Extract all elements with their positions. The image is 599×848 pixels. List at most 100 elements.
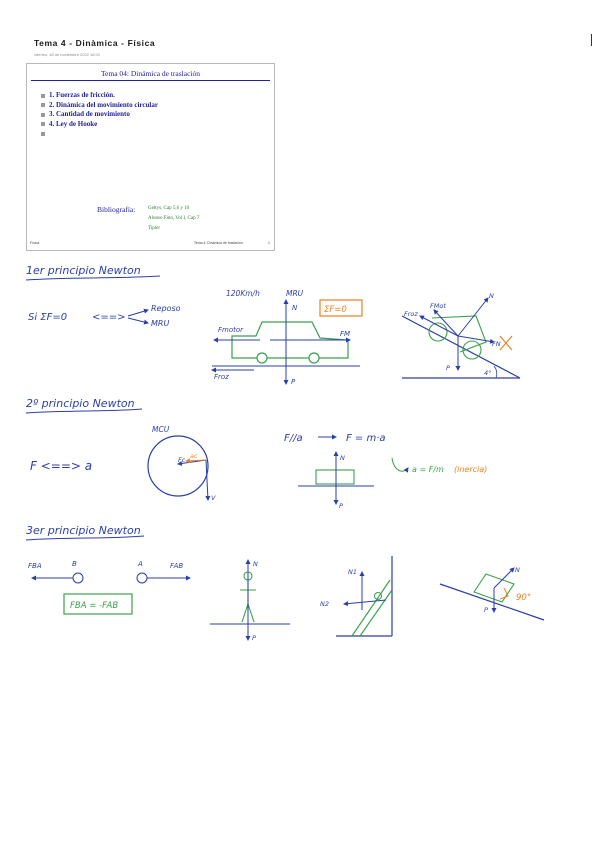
force-label: FBA (28, 562, 42, 570)
mcu-label: MCU (152, 425, 170, 434)
force-label: P (252, 634, 256, 642)
incline-surface (401, 315, 521, 379)
force-label: Froz (404, 310, 418, 318)
sum-forces-box (319, 299, 363, 317)
force-label: N (340, 454, 345, 462)
force-label: Fc (178, 456, 186, 464)
toc-item: 4. Ley de Hooke (41, 120, 158, 130)
force-label: N2 (320, 600, 329, 608)
bullet-icon (41, 112, 45, 117)
force-label: FM (340, 330, 350, 338)
third-law-box (63, 593, 133, 615)
angle-arc (493, 365, 498, 379)
slide-toc: 1. Fuerzas de fricción. 2. Dinámica del … (41, 91, 158, 139)
slope-surface (439, 583, 545, 621)
toc-item: 3. Cantidad de movimiento (41, 110, 158, 120)
toc-item (41, 129, 158, 139)
block (473, 573, 515, 603)
force-label: N (253, 560, 258, 568)
body-label-b: B (72, 560, 77, 568)
car-wheel (256, 352, 268, 364)
right-angle-mark (499, 587, 509, 600)
toc-item: 1. Fuerzas de fricción. (41, 91, 158, 101)
circular-path (147, 435, 209, 497)
incline-angle: 4° (484, 369, 491, 377)
third-law-heading: 3er principio Newton (26, 524, 141, 537)
newton-second-law: F = m·a (346, 433, 386, 444)
arrow-icon (127, 317, 149, 325)
slide-footer-right: Tema 4: Dinámica de traslación (194, 241, 243, 245)
outcome-mru: MRU (151, 319, 169, 328)
car-body (231, 321, 349, 359)
page-meta: viernes, 18 de noviembre 2022 18:01 (34, 52, 101, 57)
force-label: P (339, 502, 343, 510)
force-arrow-normal (457, 297, 489, 337)
incline-body (431, 315, 487, 353)
heading-underline (25, 275, 161, 281)
car-mru: MRU (286, 289, 304, 298)
force-label: N (489, 292, 494, 300)
second-law-relation: F <==> a (30, 459, 92, 473)
edge-mark (591, 34, 592, 46)
force-label: FN (492, 340, 501, 348)
heading-underline (25, 408, 143, 414)
block (315, 469, 355, 485)
bullet-icon (41, 103, 45, 108)
sum-forces-text: ΣF=0 (324, 305, 347, 315)
third-law-section: 3er principio Newton FBA B A FAB FBA = -… (25, 524, 545, 642)
force-label: N (292, 304, 298, 312)
slide-title: Tema 04: Dinámica de traslación (100, 69, 201, 78)
force-label: N (515, 566, 520, 574)
curved-arrow-icon (391, 457, 409, 473)
force-arrow-friction (419, 315, 459, 337)
force-label: Froz (214, 373, 229, 381)
second-law-section: 2º principio Newton F <==> a MCU Fc ac V… (25, 397, 487, 510)
inertia-equation: a = F/m (412, 465, 444, 474)
toc-item: 2. Dinámica del movimiento circular (41, 101, 158, 111)
cross-out-icon (499, 335, 513, 351)
force-arrow-fn (457, 335, 495, 344)
slide-title-rule (31, 80, 270, 81)
first-law-heading: 1er principio Newton (26, 264, 141, 277)
slide-thumbnail: Tema 04: Dinámica de traslación 1. Fuerz… (26, 63, 275, 251)
force-label: P (446, 364, 450, 372)
second-law-heading: 2º principio Newton (26, 397, 135, 410)
force-label: Fmotor (218, 326, 244, 334)
acceleration-label: ac (190, 452, 198, 460)
page-title: Tema 4 - Dinàmica - Física (34, 38, 156, 48)
force-label: N1 (348, 568, 357, 576)
bullet-icon (41, 122, 45, 127)
car-wheel (308, 352, 320, 364)
third-law-equation: FBA = -FAB (70, 601, 118, 611)
force-arrow-n2 (343, 599, 387, 607)
car-speed: 120Km/h (226, 289, 260, 298)
arrow-icon (127, 308, 149, 317)
acceleration-arrow (185, 458, 207, 464)
equivalence-arrow: <==> (92, 312, 126, 323)
slide-footer-left: Física (30, 241, 40, 245)
bullet-icon (41, 131, 45, 136)
force-arrow-normal (493, 567, 515, 589)
heading-underline (25, 535, 145, 541)
velocity-arrow (205, 459, 211, 501)
force-label: FMot (430, 302, 446, 310)
ladder (359, 589, 393, 637)
inertia-note: (inercia) (454, 465, 487, 474)
outcome-rest: Reposo (151, 304, 181, 313)
bullet-icon (41, 93, 45, 98)
bibliography-item: Gettys, Cap 5,6 y 10 (148, 206, 190, 211)
bibliography-label: Bibliografía: (97, 205, 136, 214)
body-b (72, 572, 84, 584)
slope-angle: 90° (516, 593, 531, 603)
force-label: FAB (170, 562, 183, 570)
incline-wheel (462, 340, 482, 360)
first-law-condition: Si ΣF=0 (28, 312, 67, 323)
body-label-a: A (137, 560, 143, 568)
incline-wheel (428, 322, 448, 342)
bibliography-item: Tipler (148, 226, 161, 231)
parallel-relation: F//a (284, 433, 303, 444)
climber-head (374, 592, 382, 600)
force-label: P (291, 378, 296, 386)
ladder (351, 579, 391, 637)
